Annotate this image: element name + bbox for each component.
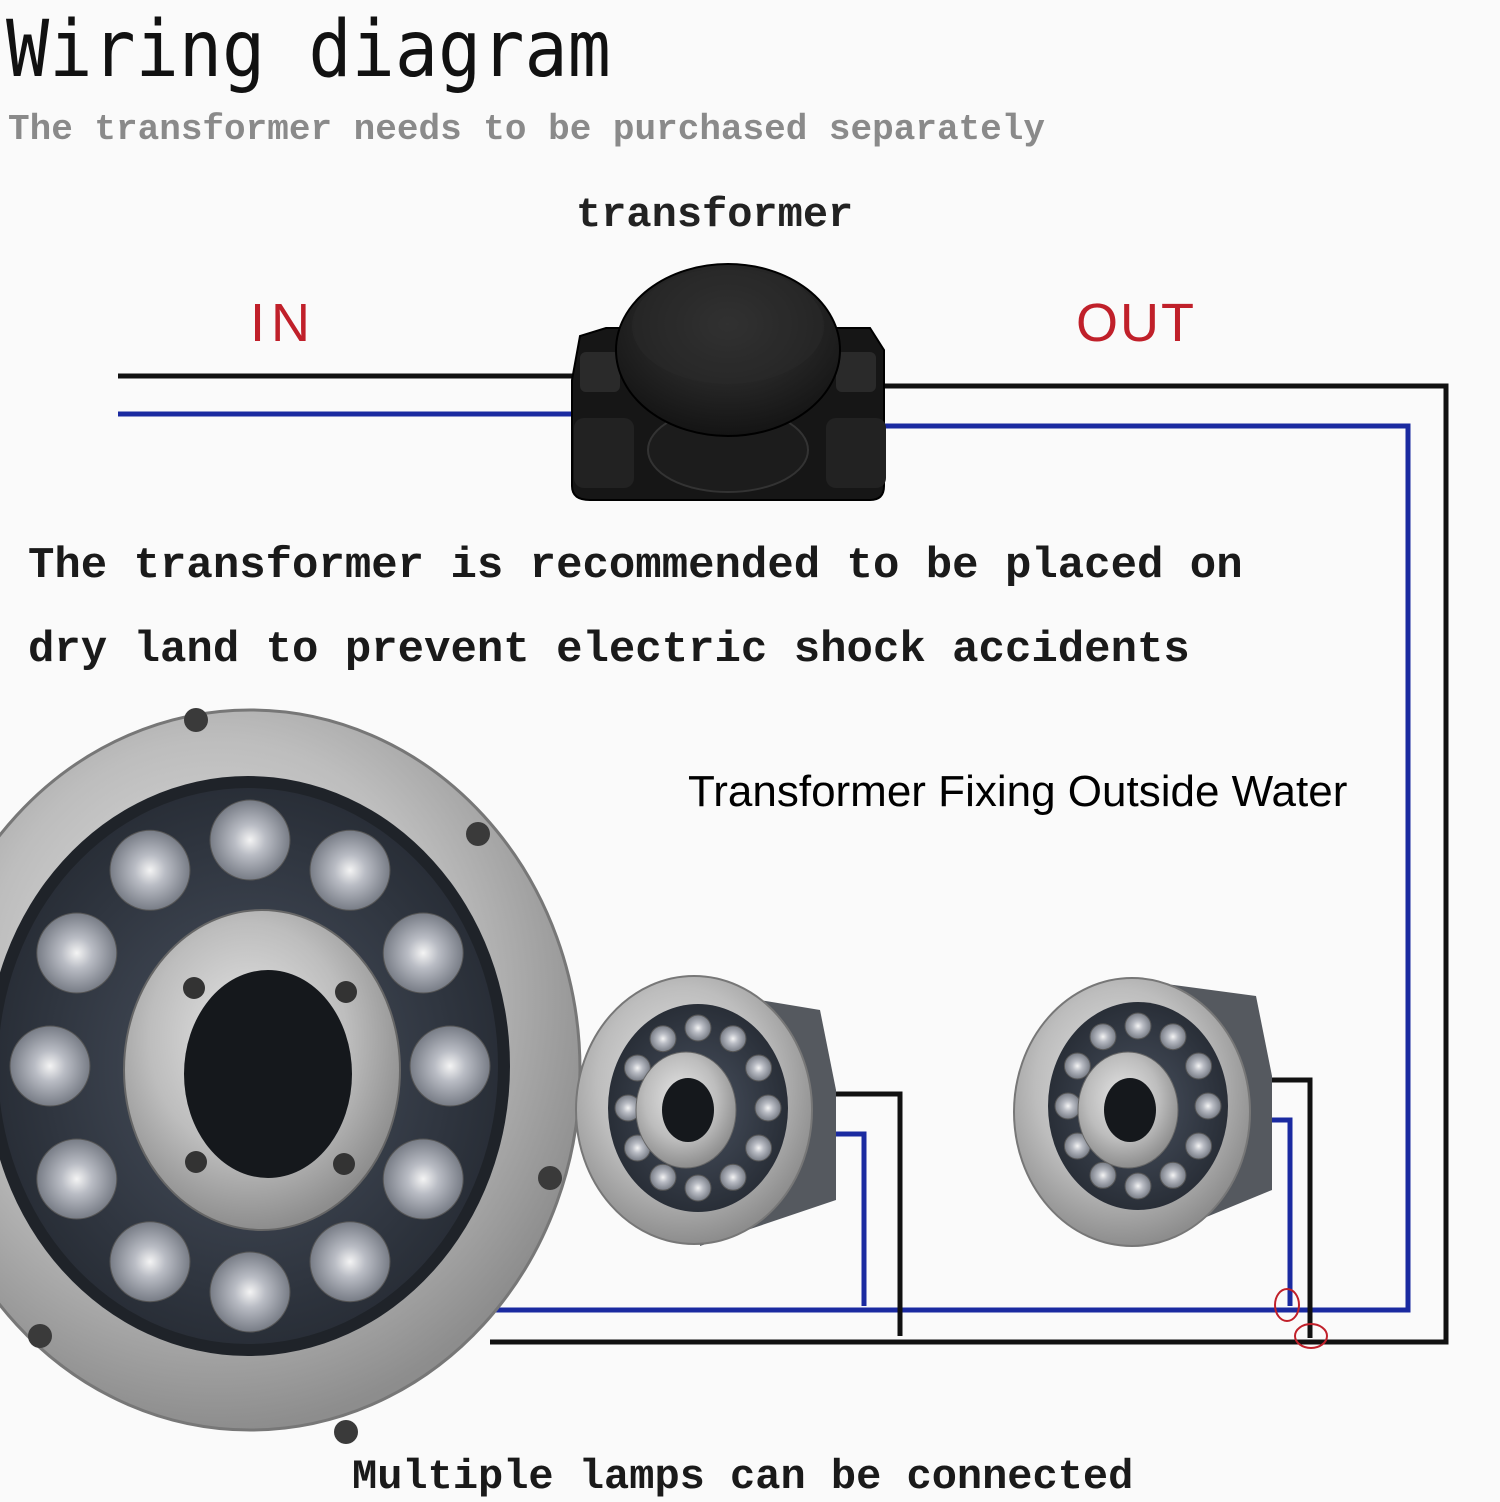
led-lens-icon: [684, 1014, 712, 1042]
output-wire-blue: [490, 423, 1411, 1313]
led-lens-icon: [719, 1163, 747, 1191]
led-lens-icon: [623, 1054, 651, 1082]
led-lens-icon: [649, 1163, 677, 1191]
led-lens-icon: [209, 1251, 291, 1333]
fountain-light-small-2: [1013, 977, 1272, 1247]
led-lens-icon: [754, 1094, 782, 1122]
led-lens-icon: [1089, 1161, 1117, 1189]
lamp1-lead-blue: [830, 1131, 867, 1306]
led-lens-icon: [9, 1025, 91, 1107]
large-led-ring: [9, 799, 491, 1333]
led-lens-icon: [745, 1134, 773, 1162]
led-lens-icon: [1159, 1161, 1187, 1189]
output-label: OUT: [1076, 293, 1196, 353]
installation-caption: Transformer Fixing Outside Water: [688, 767, 1348, 816]
junction-marker-black: [1294, 1323, 1328, 1349]
fountain-light-large: [0, 708, 582, 1444]
small2-led-ring: [1054, 1012, 1222, 1200]
led-lens-icon: [1185, 1052, 1213, 1080]
transformer-label: transformer: [576, 191, 854, 239]
safety-note-line-1: The transformer is recommended to be pla…: [28, 541, 1243, 591]
led-lens-icon: [109, 1221, 191, 1303]
led-lens-icon: [409, 1025, 491, 1107]
led-lens-icon: [684, 1174, 712, 1202]
wiring: [118, 373, 1449, 1349]
small1-led-ring: [614, 1014, 782, 1202]
led-lens-icon: [309, 829, 391, 911]
diagram-title: Wiring diagram: [6, 5, 611, 95]
led-lens-icon: [719, 1025, 747, 1053]
lamp2-lead-blue: [1270, 1117, 1293, 1306]
led-lens-icon: [1185, 1132, 1213, 1160]
led-lens-icon: [1054, 1092, 1082, 1120]
transformer-box-icon: [571, 263, 886, 501]
led-lens-icon: [309, 1221, 391, 1303]
led-lens-icon: [36, 1138, 118, 1220]
led-lens-icon: [1089, 1023, 1117, 1051]
led-lens-icon: [1159, 1023, 1187, 1051]
lamp1-lead-black: [830, 1091, 903, 1336]
led-lens-icon: [382, 912, 464, 994]
junction-marker-blue: [1274, 1288, 1300, 1322]
safety-note-line-2: dry land to prevent electric shock accid…: [28, 625, 1190, 675]
fountain-light-small-1: [575, 975, 836, 1246]
input-label: IN: [250, 293, 316, 353]
led-lens-icon: [382, 1138, 464, 1220]
led-lens-icon: [649, 1025, 677, 1053]
lamp2-lead-black: [1270, 1077, 1313, 1338]
led-lens-icon: [1124, 1012, 1152, 1040]
footer-note: Multiple lamps can be connected: [352, 1453, 1134, 1501]
led-lens-icon: [745, 1054, 773, 1082]
led-lens-icon: [1063, 1052, 1091, 1080]
led-lens-icon: [109, 829, 191, 911]
led-lens-icon: [1124, 1172, 1152, 1200]
led-lens-icon: [1194, 1092, 1222, 1120]
output-wire-black: [490, 383, 1449, 1345]
diagram-subtitle: The transformer needs to be purchased se…: [8, 109, 1045, 150]
led-lens-icon: [209, 799, 291, 881]
led-lens-icon: [36, 912, 118, 994]
